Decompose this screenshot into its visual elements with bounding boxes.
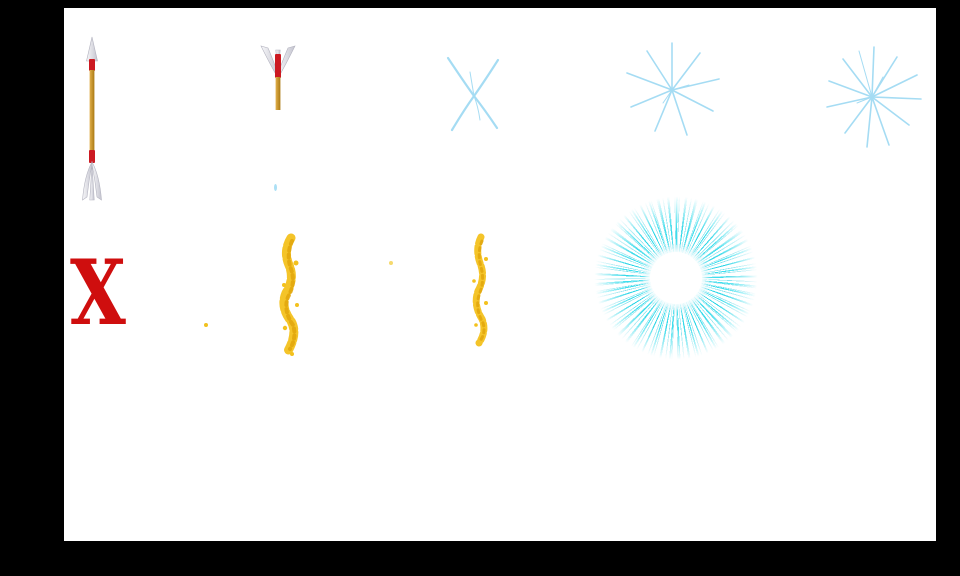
gold-flame-tall-sprite [279, 233, 299, 356]
arrow-fletching [82, 160, 102, 201]
flame-tall-core [284, 239, 297, 351]
arrow-stuck-sprite [260, 45, 296, 110]
sprite-sheet-canvas: X [64, 8, 936, 541]
arrow-full-sprite [82, 36, 102, 201]
blue-speck [274, 184, 277, 191]
spark-large-rays [826, 46, 922, 148]
spark-small-rays [446, 56, 500, 132]
flame-thin-specks [472, 257, 488, 327]
spark-burst-small-sprite [446, 56, 500, 132]
flame-thin-core [476, 239, 486, 343]
spark-burst-medium-sprite [626, 42, 720, 136]
burst-white-core [650, 252, 702, 304]
arrow-stuck-nock [275, 54, 281, 78]
arrowhead-icon [86, 36, 98, 62]
red-x-mark: X [70, 240, 126, 346]
arrow-shaft [89, 70, 95, 152]
arrow-stuck-shaft [275, 77, 281, 110]
arrow-band-top [89, 59, 95, 71]
gold-flame-thin-sprite [472, 233, 488, 347]
cyan-radial-burst-sprite [588, 190, 764, 366]
spark-burst-large-sprite [826, 46, 922, 148]
arrow-band-bottom [89, 150, 95, 163]
yellow-speck-left [204, 323, 208, 327]
spark-medium-rays [626, 42, 720, 136]
flame-tall-specks [282, 260, 299, 356]
yellow-speck-mid [389, 261, 393, 265]
